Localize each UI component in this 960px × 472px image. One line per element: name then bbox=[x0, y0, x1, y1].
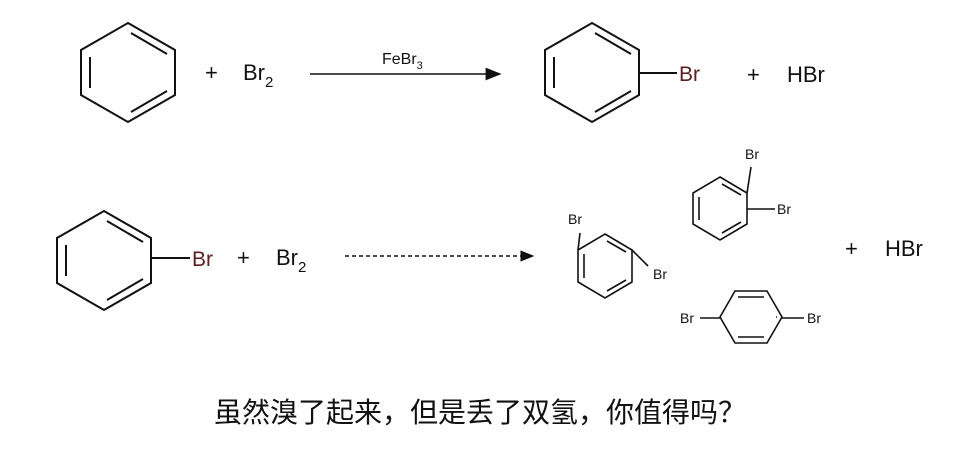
bromine-reagent: Br2 bbox=[243, 60, 273, 91]
bromobenzene-product bbox=[544, 21, 677, 124]
bromo-substituent-label: Br bbox=[653, 266, 667, 282]
plus-sign: + bbox=[845, 236, 858, 261]
bromo-substituent-label: Br bbox=[745, 146, 759, 162]
ortho-dibromobenzene bbox=[692, 166, 775, 241]
bromo-substituent-label: Br bbox=[807, 310, 821, 326]
bromo-substituent-label: Br bbox=[680, 310, 694, 326]
plus-sign: + bbox=[237, 245, 250, 270]
benzene-ring bbox=[80, 21, 176, 124]
bromo-substituent-label: Br bbox=[777, 201, 791, 217]
meta-dibromobenzene bbox=[577, 232, 649, 299]
para-dibromobenzene bbox=[700, 290, 804, 344]
bromine-reagent: Br2 bbox=[276, 245, 306, 276]
bromobenzene-reactant bbox=[56, 209, 190, 312]
bromo-substituent-label: Br bbox=[568, 211, 582, 227]
plus-sign: + bbox=[747, 62, 760, 87]
catalyst-label: FeBr3 bbox=[382, 51, 423, 72]
caption-text: 虽然溴了起来，但是丢了双氢，你值得吗？ bbox=[214, 396, 746, 429]
bromo-substituent-label: Br bbox=[679, 63, 700, 86]
hbr-byproduct: HBr bbox=[787, 62, 825, 87]
bromo-substituent-label: Br bbox=[192, 248, 213, 271]
hbr-byproduct: HBr bbox=[885, 236, 923, 261]
plus-sign: + bbox=[205, 60, 218, 85]
